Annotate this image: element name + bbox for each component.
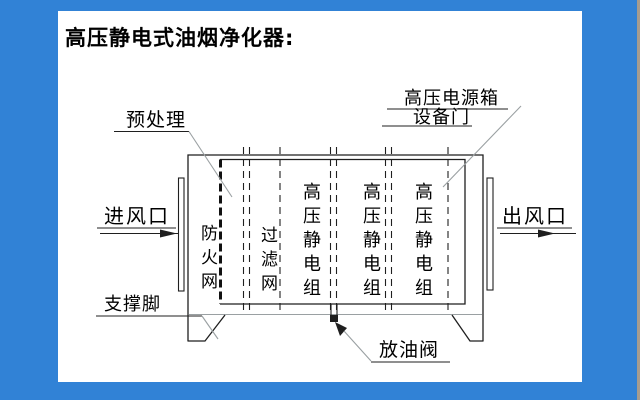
- inlet-flange: [177, 177, 185, 292]
- leader-oil-drain: [343, 330, 372, 362]
- air-inlet-arrow: [100, 229, 178, 238]
- callout-air-inlet: 进风口: [104, 204, 170, 228]
- drain-valve-arrowhead: [335, 322, 347, 336]
- drain-valve-body: [330, 315, 338, 322]
- outlet-flange: [486, 177, 494, 291]
- leader-equipment-door: [442, 105, 522, 188]
- callout-air-outlet: 出风口: [502, 204, 568, 228]
- leader-pretreatment: [188, 131, 233, 198]
- inner-chamber: [220, 158, 466, 305]
- right-support-leg: [451, 314, 483, 342]
- leader-support-foot: [201, 315, 219, 340]
- slide-title: 高压静电式油烟净化器:: [65, 26, 295, 50]
- callout-support-foot: 支撑脚: [104, 294, 161, 315]
- outer-shell: [187, 154, 484, 342]
- slide-surface: [58, 11, 582, 382]
- section-hv-module-1: 高压静电组: [300, 182, 321, 302]
- screen-edge-strip: [637, 0, 640, 400]
- section-hv-module-3: 高压静电组: [412, 182, 433, 302]
- divider-pair-3: [384, 147, 393, 313]
- callout-pretreatment: 预处理: [126, 109, 187, 131]
- section-filter-net: 过滤网: [257, 226, 277, 298]
- callout-oil-drain-valve: 放油阀: [379, 339, 440, 361]
- section-fireproof-net: 防火网: [197, 224, 217, 296]
- left-support-leg: [188, 314, 226, 342]
- divider-pair-2: [329, 147, 338, 313]
- section-hv-module-2: 高压静电组: [360, 182, 381, 302]
- divider-pair-1: [242, 147, 251, 313]
- air-outlet-arrow: [500, 229, 576, 238]
- drain-valve-stub: [330, 304, 338, 315]
- callout-equipment-door: 设备门: [413, 107, 470, 128]
- callout-hv-power-box: 高压电源箱: [404, 88, 499, 109]
